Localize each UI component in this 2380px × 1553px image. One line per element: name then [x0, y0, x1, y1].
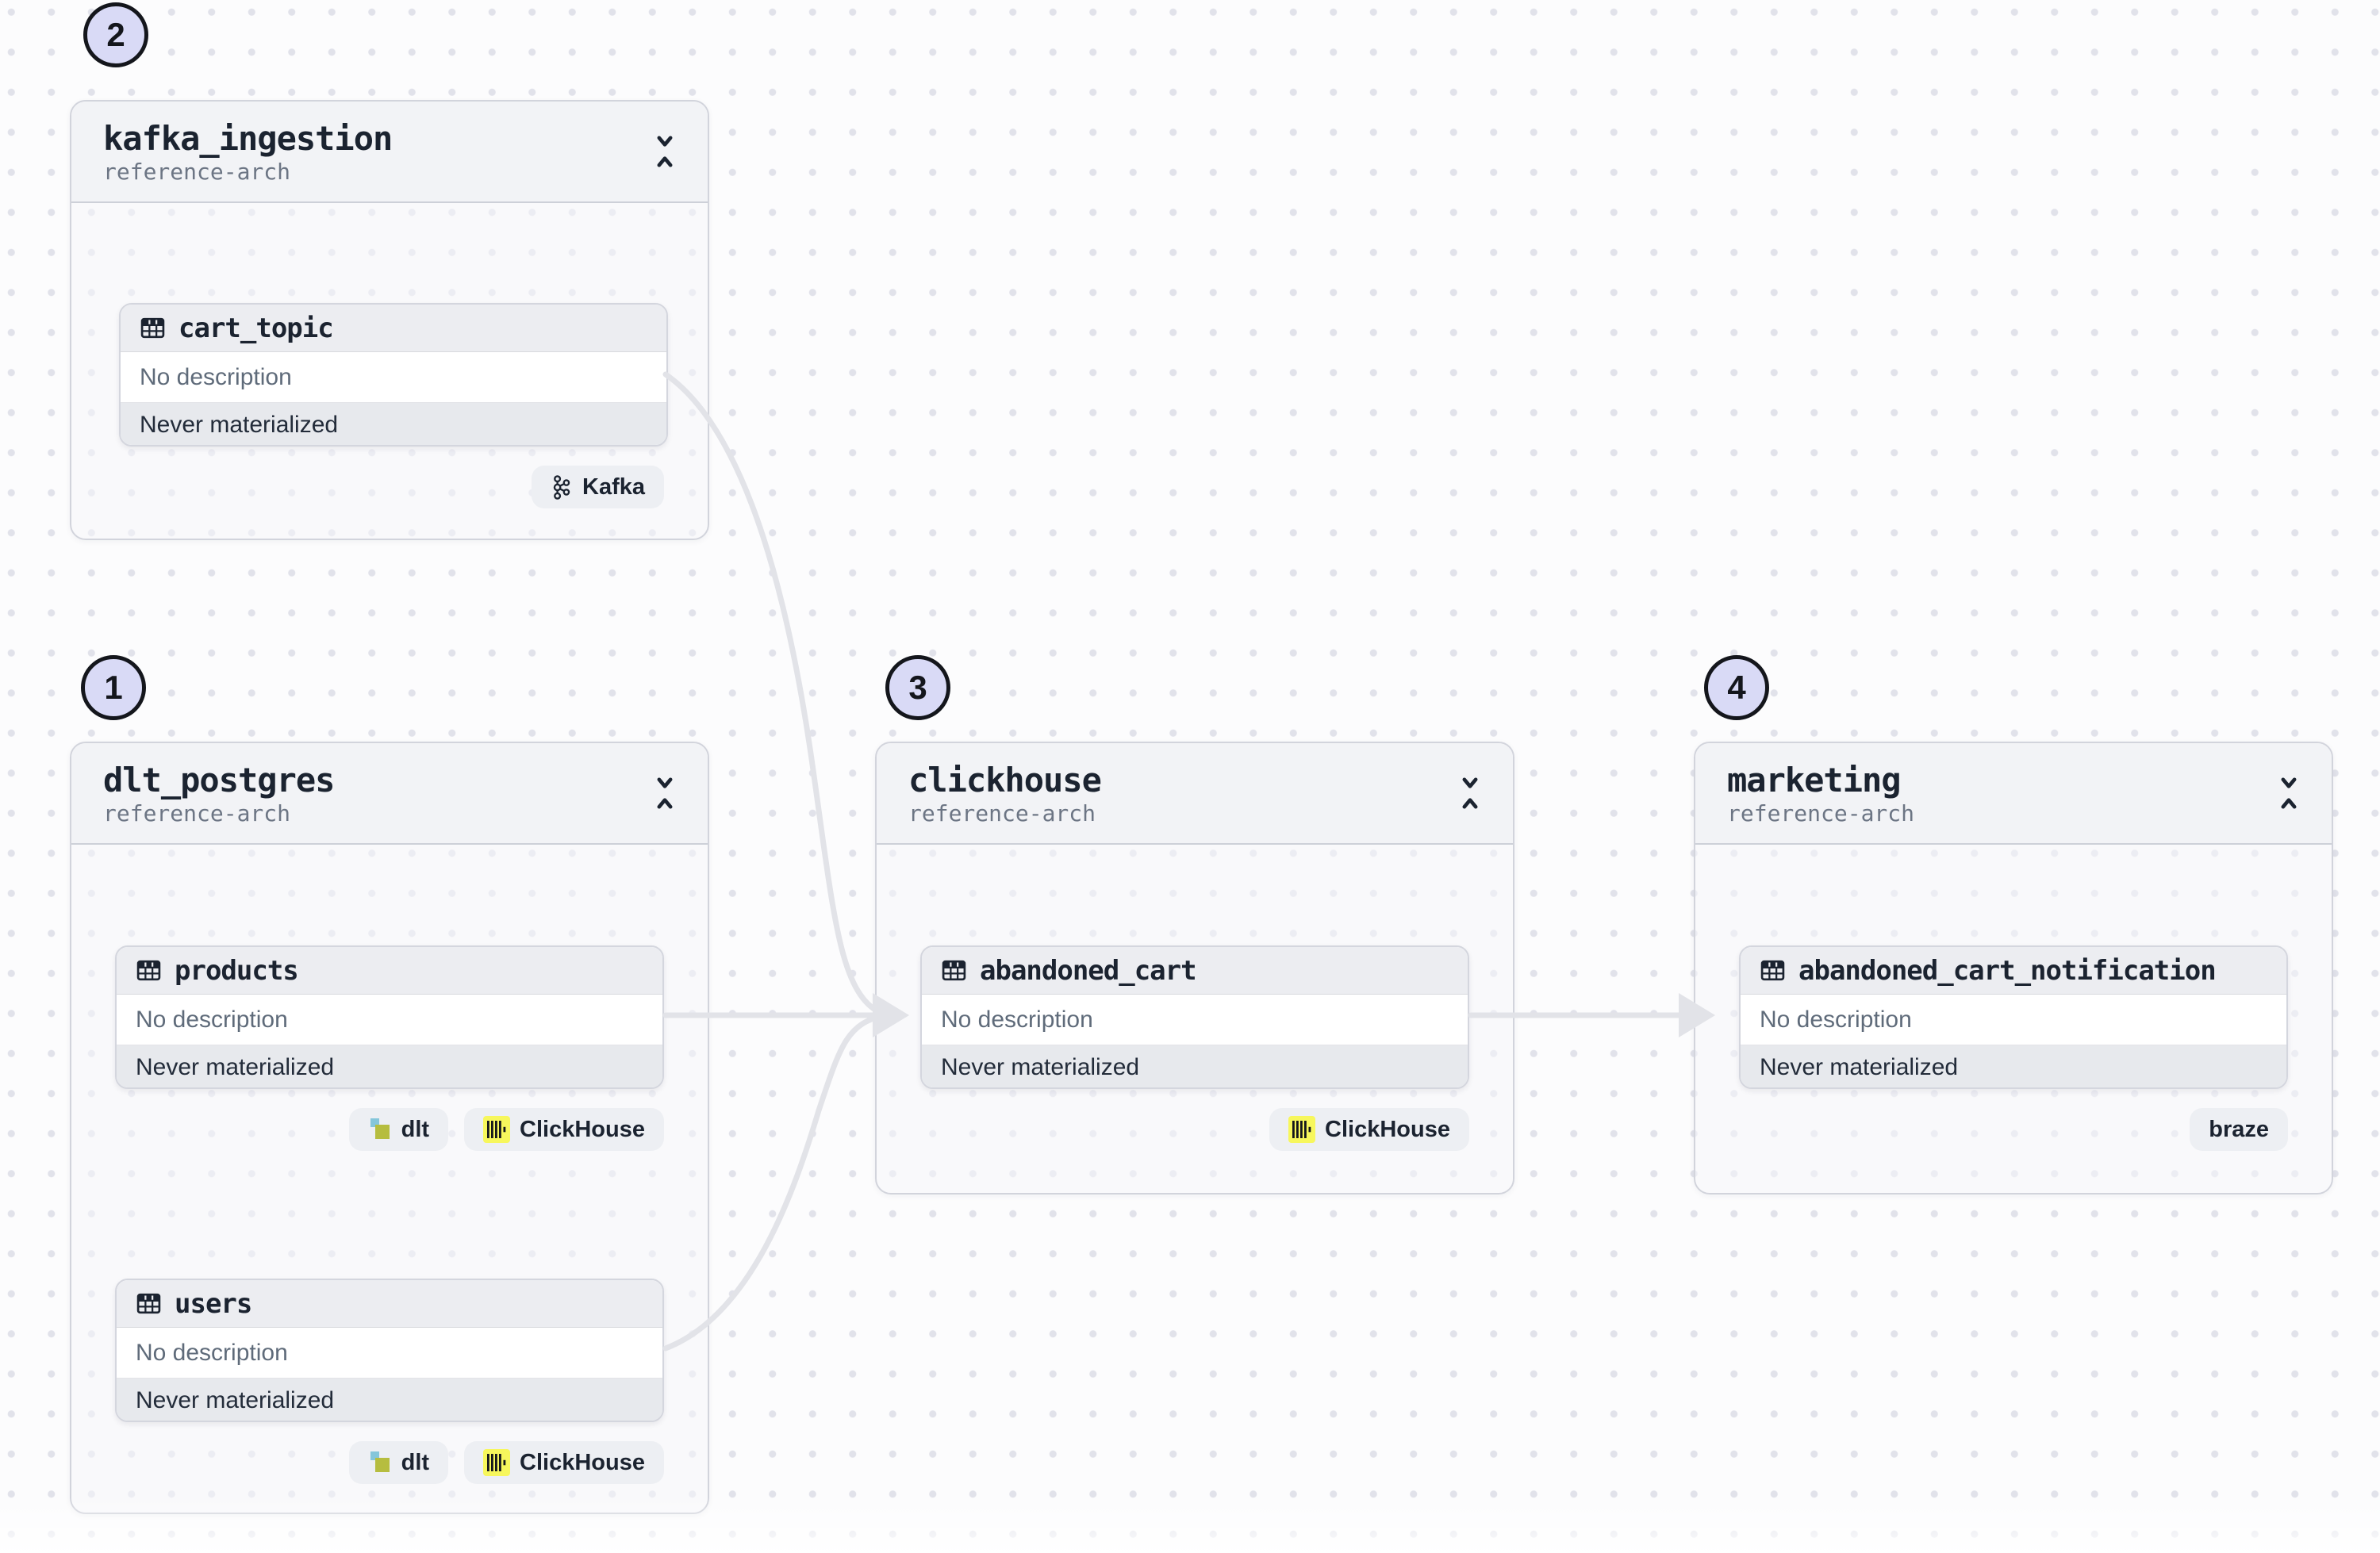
collapse-group-button[interactable] [1451, 770, 1489, 816]
dlt-icon [370, 1451, 390, 1472]
asset-node-header: abandoned_cart_notification [1741, 947, 2286, 995]
group-title: marketing [1727, 761, 1902, 800]
asset-group-dlt-postgres: dlt_postgres reference-arch p [70, 742, 709, 1514]
asset-node-header: products [117, 947, 662, 995]
asset-node-cart-topic[interactable]: cart_topic No description Never material… [119, 303, 668, 447]
kafka-icon [553, 474, 570, 500]
tag-row: ClickHouse [1269, 1108, 1469, 1151]
tag-row: Kafka [532, 466, 664, 508]
asset-status: Never materialized [117, 1379, 662, 1421]
tag-row: dlt ClickHouse [348, 1441, 664, 1484]
tag-clickhouse[interactable]: ClickHouse [464, 1108, 664, 1151]
tag-row: braze [2190, 1108, 2288, 1151]
tag-kafka[interactable]: Kafka [532, 466, 664, 508]
asset-node-header: abandoned_cart [922, 947, 1468, 995]
tag-label: ClickHouse [1325, 1116, 1450, 1142]
tag-label: braze [2209, 1116, 2269, 1142]
clickhouse-icon [1288, 1116, 1316, 1143]
asset-group-marketing: marketing reference-arch aband [1694, 742, 2333, 1194]
tag-label: ClickHouse [520, 1449, 645, 1475]
tag-clickhouse[interactable]: ClickHouse [1269, 1108, 1469, 1151]
table-icon [136, 1293, 161, 1314]
collapse-group-button[interactable] [646, 770, 684, 816]
asset-description: No description [922, 995, 1468, 1045]
step-badge-1: 1 [81, 655, 146, 720]
collapse-vertical-icon [2281, 777, 2297, 809]
asset-name: cart_topic [178, 312, 334, 344]
asset-node-users[interactable]: users No description Never materialized [115, 1279, 664, 1422]
step-badge-4: 4 [1704, 655, 1769, 720]
tag-dlt[interactable]: dlt [348, 1441, 449, 1484]
tag-row: dlt ClickHouse [348, 1108, 664, 1151]
asset-description: No description [117, 1328, 662, 1379]
clickhouse-icon [483, 1449, 511, 1476]
asset-status: Never materialized [117, 1045, 662, 1087]
collapse-vertical-icon [657, 136, 673, 167]
asset-node-abandoned-cart[interactable]: abandoned_cart No description Never mate… [920, 945, 1469, 1089]
tag-dlt[interactable]: dlt [348, 1108, 449, 1151]
table-icon [942, 960, 966, 981]
dlt-icon [370, 1118, 390, 1139]
asset-group-kafka-ingestion: kafka_ingestion reference-arch [70, 100, 709, 540]
asset-description: No description [121, 352, 666, 403]
asset-name: abandoned_cart [980, 954, 1197, 987]
asset-name: abandoned_cart_notification [1798, 954, 2217, 987]
asset-name: users [175, 1287, 252, 1320]
clickhouse-icon [483, 1116, 511, 1143]
tag-clickhouse[interactable]: ClickHouse [464, 1441, 664, 1484]
asset-group-clickhouse: clickhouse reference-arch aban [875, 742, 1514, 1194]
group-subtitle: reference-arch [1727, 800, 1915, 827]
group-header-kafka-ingestion[interactable]: kafka_ingestion reference-arch [71, 102, 708, 203]
asset-name: products [175, 954, 299, 987]
group-subtitle: reference-arch [908, 800, 1096, 827]
asset-node-header: cart_topic [121, 305, 666, 352]
tag-label: Kafka [582, 474, 645, 500]
step-badge-3: 3 [885, 655, 950, 720]
group-title: dlt_postgres [103, 761, 335, 800]
collapse-group-button[interactable] [2270, 770, 2308, 816]
asset-status: Never materialized [1741, 1045, 2286, 1087]
group-title: clickhouse [908, 761, 1102, 800]
asset-description: No description [117, 995, 662, 1045]
tag-braze[interactable]: braze [2190, 1108, 2288, 1151]
group-title: kafka_ingestion [103, 119, 393, 158]
asset-node-header: users [117, 1280, 662, 1328]
step-number: 2 [106, 16, 125, 53]
group-header-clickhouse[interactable]: clickhouse reference-arch [877, 743, 1513, 845]
table-icon [136, 960, 161, 981]
asset-node-abandoned-cart-notification[interactable]: abandoned_cart_notification No descripti… [1739, 945, 2288, 1089]
table-icon [140, 317, 165, 339]
collapse-group-button[interactable] [646, 128, 684, 174]
asset-description: No description [1741, 995, 2286, 1045]
step-badge-2: 2 [83, 2, 148, 67]
group-subtitle: reference-arch [103, 159, 291, 186]
group-subtitle: reference-arch [103, 800, 291, 827]
tag-label: dlt [401, 1116, 430, 1142]
asset-status: Never materialized [121, 403, 666, 445]
group-header-marketing[interactable]: marketing reference-arch [1695, 743, 2332, 845]
group-header-dlt-postgres[interactable]: dlt_postgres reference-arch [71, 743, 708, 845]
table-icon [1760, 960, 1785, 981]
tag-label: dlt [401, 1449, 430, 1475]
collapse-vertical-icon [1462, 777, 1478, 809]
collapse-vertical-icon [657, 777, 673, 809]
asset-status: Never materialized [922, 1045, 1468, 1087]
asset-node-products[interactable]: products No description Never materializ… [115, 945, 664, 1089]
tag-label: ClickHouse [520, 1116, 645, 1142]
step-number: 3 [908, 669, 927, 706]
step-number: 4 [1727, 669, 1746, 706]
step-number: 1 [104, 669, 123, 706]
